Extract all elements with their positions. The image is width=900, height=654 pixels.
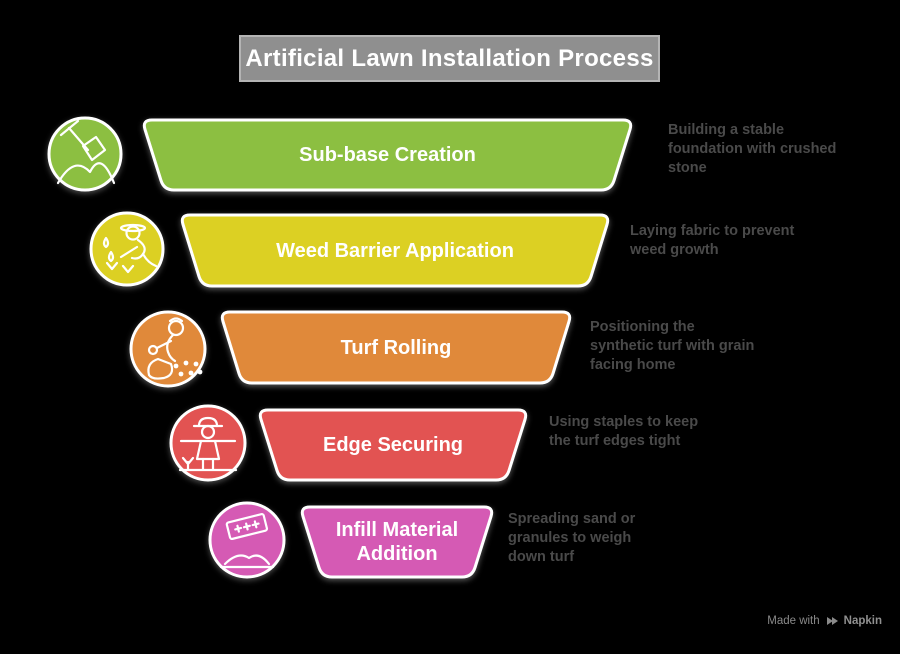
step-2-icon-circle (89, 211, 165, 287)
page-title-text: Artificial Lawn Installation Process (245, 44, 654, 72)
step-2-description: Laying fabric to prevent weed growth (630, 223, 795, 258)
funnel-segment-5-shape (300, 505, 494, 579)
funnel-segment-4-shape (258, 408, 528, 482)
shovel-in-gravel-icon (56, 119, 116, 185)
razor-blade-over-sand-icon (219, 512, 275, 569)
made-with-napkin-credit: Made with Napkin (767, 614, 882, 628)
step-1-description: Building a stable foundation with crushe… (668, 122, 837, 176)
page-title: Artificial Lawn Installation Process (239, 35, 660, 82)
step-5-description: Spreading sand or granules to weigh down… (508, 511, 636, 565)
person-weeding-icon (102, 223, 158, 274)
funnel-segment-3-shape (220, 310, 572, 385)
scarecrow-icon (178, 416, 238, 472)
napkin-logo-icon (826, 617, 838, 625)
step-4-description: Using staples to keep the turf edges tig… (549, 414, 699, 449)
napkin-brand-text: Napkin (843, 615, 882, 627)
funnel-segment-1-shape (142, 118, 633, 192)
person-spreading-seed-icon (147, 317, 203, 380)
step-3-description: Positioning the synthetic turf with grai… (590, 319, 755, 373)
made-with-text: Made with (767, 615, 820, 627)
funnel-segment-2-shape (180, 213, 610, 288)
